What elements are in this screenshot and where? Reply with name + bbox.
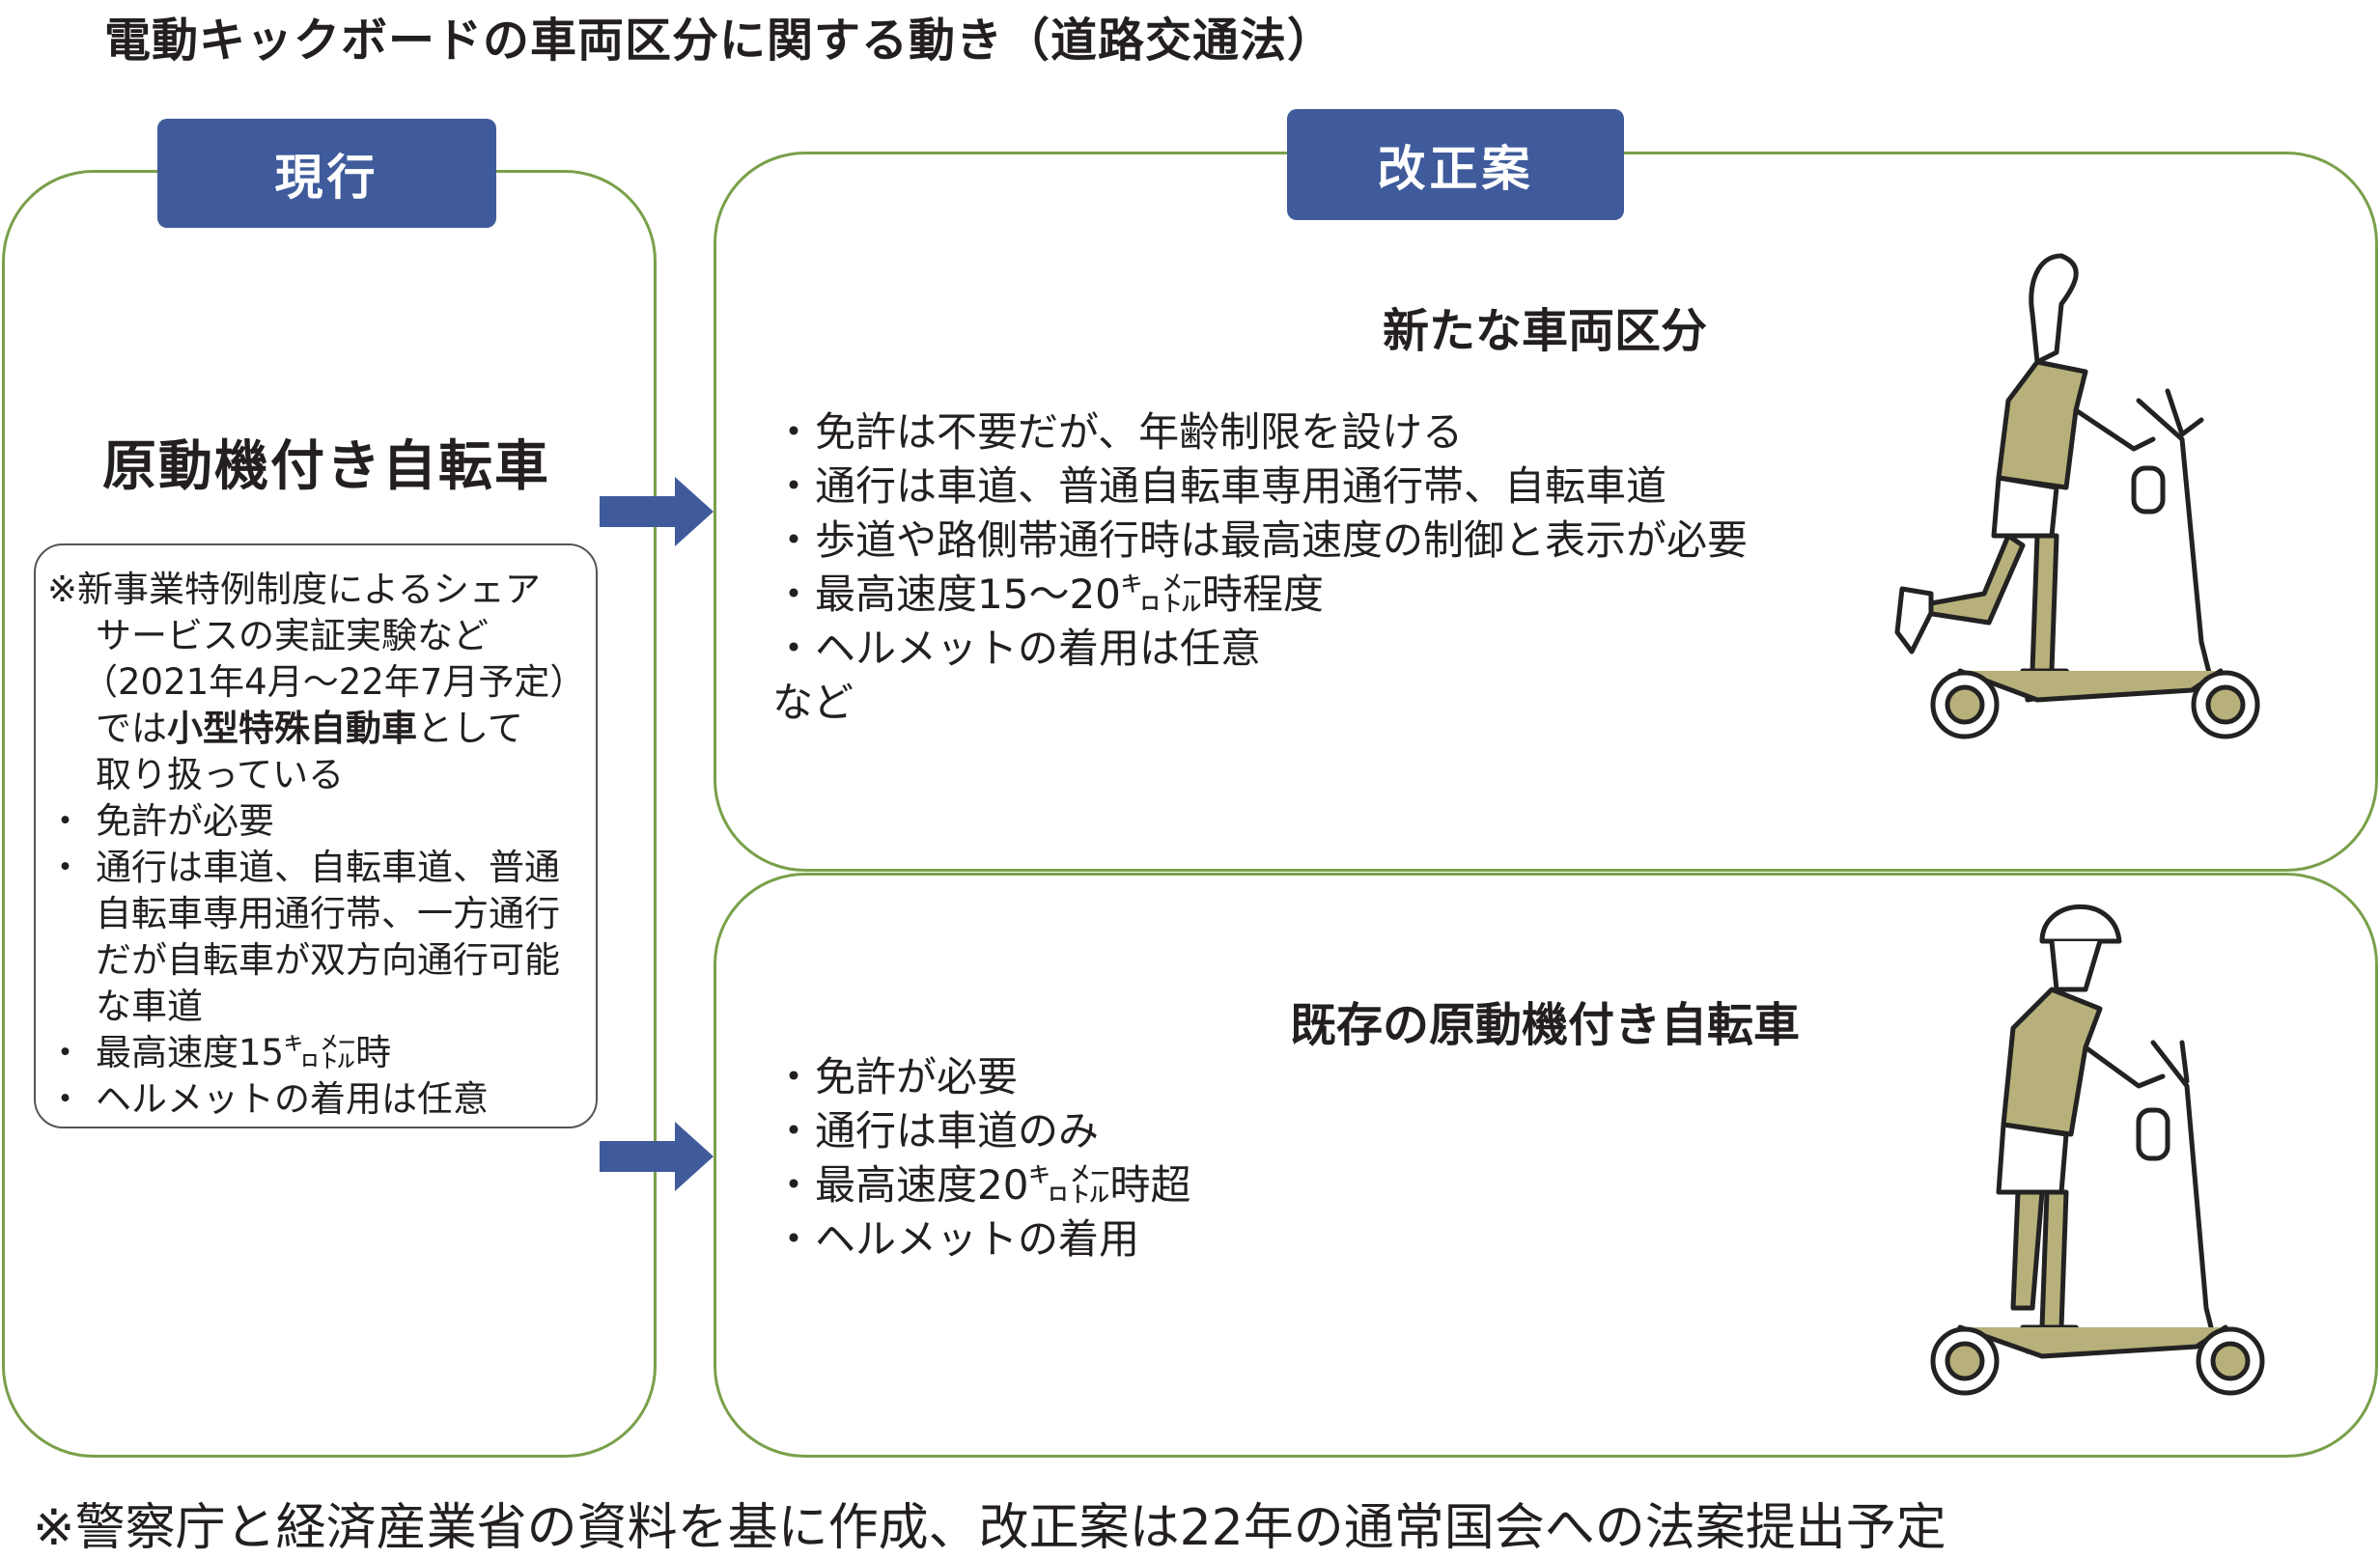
bullet-item: 通行は車道、普通自転車専用通行帯、自転車道 bbox=[772, 459, 1748, 514]
current-heading: 原動機付き自転車 bbox=[102, 435, 550, 498]
note-line: 取り扱っている bbox=[96, 754, 345, 795]
note-bold-text: 小型特殊自動車 bbox=[167, 708, 417, 749]
current-note-box: ※新事業特例制度によるシェア サービスの実証実験など （2021年4月～22年7… bbox=[34, 543, 598, 1128]
note-line: では小型特殊自動車として bbox=[47, 706, 596, 752]
bullet-item: 最高速度15㌔㍍時 bbox=[47, 1030, 596, 1076]
page-title: 電動キックボードの車両区分に関する動き（道路交通法） bbox=[104, 14, 1335, 68]
note-line: （2021年4月～22年7月予定） bbox=[82, 661, 586, 703]
bullet-item: ヘルメットの着用は任意 bbox=[772, 622, 1748, 676]
bullet-item: 免許が必要 bbox=[772, 1050, 1190, 1104]
tab-proposal: 改正案 bbox=[1287, 109, 1624, 220]
arrow-right-icon bbox=[600, 1122, 714, 1191]
bullet-continuation: 自転車専用通行帯、一方通行 bbox=[96, 893, 560, 934]
bullet-item: ヘルメットの着用 bbox=[772, 1212, 1190, 1267]
new-category-list: 免許は不要だが、年齢制限を設ける 通行は車道、普通自転車専用通行帯、自転車道 歩… bbox=[772, 405, 1748, 730]
existing-category-list: 免許が必要 通行は車道のみ 最高速度20㌔㍍時超 ヘルメットの着用 bbox=[772, 1050, 1190, 1267]
bullet-item: 最高速度15～20㌔㍍時程度 bbox=[772, 568, 1748, 622]
bullet-item: ヘルメットの着用は任意 bbox=[47, 1076, 596, 1123]
bullet-item: 免許が必要 bbox=[47, 798, 596, 845]
note-line: サービスの実証実験など bbox=[96, 615, 489, 656]
note-text: では bbox=[96, 708, 167, 749]
note-text: として bbox=[417, 708, 523, 749]
bullet-item: 免許は不要だが、年齢制限を設ける bbox=[772, 405, 1748, 459]
arrow-right-icon bbox=[600, 477, 714, 546]
tab-current: 現行 bbox=[157, 119, 496, 228]
new-category-heading: 新たな車両区分 bbox=[1382, 304, 1707, 358]
scooter-rider-helmet-illustration bbox=[1930, 904, 2265, 1396]
note-line: ※新事業特例制度によるシェア bbox=[47, 569, 541, 610]
existing-category-heading: 既存の原動機付き自転車 bbox=[1289, 998, 1800, 1052]
bullet-item: 最高速度20㌔㍍時超 bbox=[772, 1158, 1190, 1212]
bullet-continuation: な車道 bbox=[96, 986, 203, 1027]
scooter-rider-no-helmet-illustration bbox=[1894, 253, 2260, 739]
bullet-item: 歩道や路側帯通行時は最高速度の制御と表示が必要 bbox=[772, 514, 1748, 568]
bullet-item: 通行は車道のみ bbox=[772, 1104, 1190, 1158]
bullet-continuation: だが自転車が双方向通行可能 bbox=[96, 939, 560, 981]
bullet-item: 通行は車道、自転車道、普通 bbox=[47, 845, 596, 891]
list-trailer: など bbox=[772, 679, 854, 726]
footer-note: ※警察庁と経済産業省の資料を基に作成、改正案は22年の通常国会への法案提出予定 bbox=[33, 1499, 1946, 1557]
